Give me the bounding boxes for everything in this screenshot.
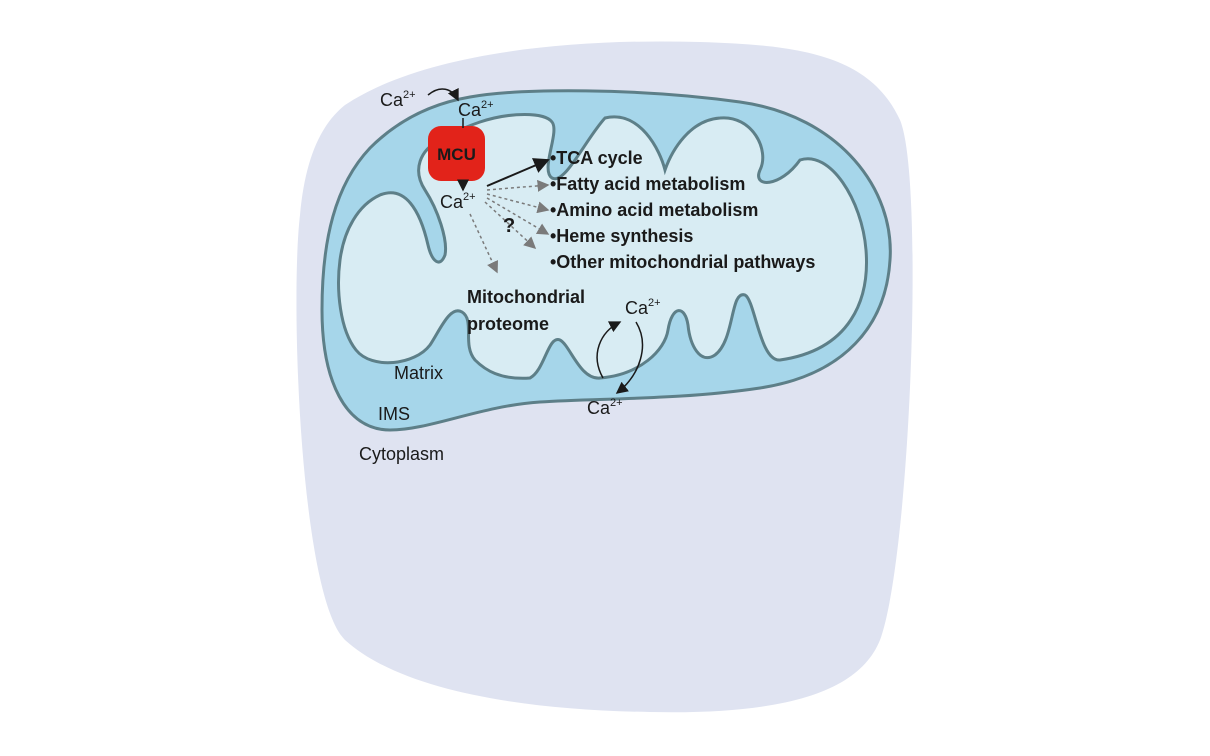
proteome-label-line1: Mitochondrial (467, 287, 585, 307)
ca-right-bottom-label: Ca2+ (587, 397, 623, 418)
mcu-label: MCU (437, 145, 476, 164)
ca-efflux-arrow (596, 321, 622, 379)
ca-entry-arrow (427, 87, 459, 102)
ca-cytoplasm-label: Ca2+ (380, 89, 416, 110)
proteome-label-line2: proteome (467, 314, 549, 334)
proteome-arrow (469, 213, 499, 274)
ims-label: IMS (378, 404, 410, 424)
ca-ims-label: Ca2+ (458, 99, 494, 120)
tca-arrow (486, 158, 550, 187)
pathway-heme: •Heme synthesis (550, 226, 693, 246)
fatty-acid-arrow (486, 179, 550, 192)
mcu-channel (428, 126, 485, 181)
pathway-tca: •TCA cycle (550, 148, 643, 168)
other-pathways-arrow (484, 201, 537, 250)
ca-matrix-label: Ca2+ (440, 191, 476, 212)
pathway-other: •Other mitochondrial pathways (550, 252, 815, 272)
amino-acid-arrow (486, 193, 550, 214)
pathway-amino-acid: •Amino acid metabolism (550, 200, 758, 220)
pathway-fatty-acid: •Fatty acid metabolism (550, 174, 745, 194)
matrix-label: Matrix (394, 363, 443, 383)
ca-right-top-label: Ca2+ (625, 297, 661, 318)
cytoplasm-label: Cytoplasm (359, 444, 444, 464)
ca-influx-arrow (615, 321, 644, 394)
question-mark: ? (503, 215, 515, 237)
